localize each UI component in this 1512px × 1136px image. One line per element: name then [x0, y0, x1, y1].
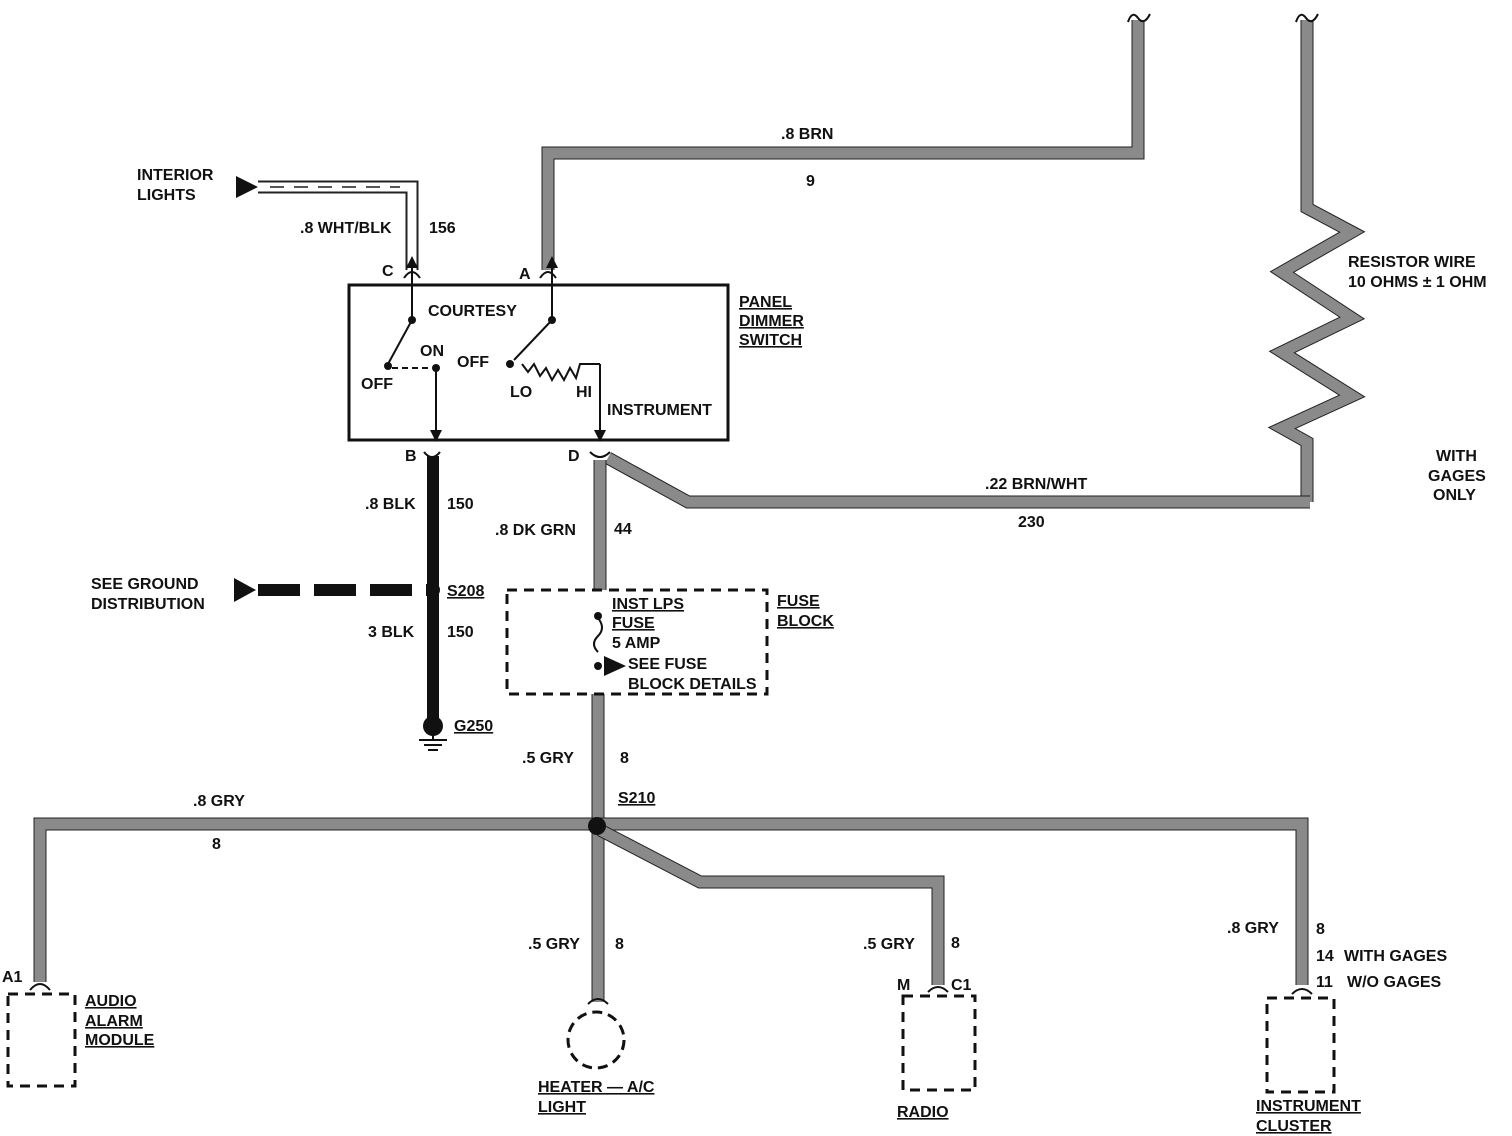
- ground-g250: [419, 716, 447, 751]
- panel-dimmer-switch: [347, 256, 730, 442]
- label-panel-dimmer-1: PANEL: [739, 294, 792, 311]
- label-fuse-1: INST LPS: [612, 596, 684, 613]
- label-see-fuse-1: SEE FUSE: [628, 656, 707, 673]
- fuse-block: [505, 588, 769, 696]
- label-wht-blk-circuit: 156: [429, 220, 456, 237]
- label-fuse-3: 5 AMP: [612, 635, 661, 652]
- label-term-a: A: [519, 266, 531, 283]
- terminal-hooks: [403, 271, 611, 458]
- label-cluster-2: CLUSTER: [1256, 1118, 1332, 1135]
- label-see-ground-2: DISTRIBUTION: [91, 596, 205, 613]
- label-brn-wht-circuit: 230: [1018, 514, 1045, 531]
- label-resistor-1: RESISTOR WIRE: [1348, 254, 1476, 271]
- label-interior-lights-1: INTERIOR: [137, 167, 214, 184]
- label-with-gages-only-1: WITH: [1436, 448, 1477, 465]
- label-term-m: M: [897, 977, 910, 994]
- label-courtesy: COURTESY: [428, 303, 517, 320]
- wire-resistor: [1267, 13, 1366, 502]
- wire-brn: [541, 13, 1151, 270]
- wire-gry-radio: [597, 824, 945, 985]
- label-resistor-2: 10 OHMS ± 1 OHM: [1348, 274, 1487, 291]
- wire-gry-bus: [33, 817, 1309, 985]
- label-s208: S208: [447, 583, 484, 600]
- label-audio-1: AUDIO: [85, 993, 137, 1010]
- splice-s210: [588, 817, 606, 835]
- label-term-c1: C1: [951, 977, 972, 994]
- label-gry-wire-heater: .5 GRY: [528, 936, 580, 953]
- label-blk-circuit-bottom: 150: [447, 624, 474, 641]
- label-hi: HI: [576, 384, 592, 401]
- instrument-switch: [506, 256, 606, 442]
- label-panel-dimmer-2: DIMMER: [739, 313, 804, 330]
- label-with-gages: WITH GAGES: [1344, 948, 1447, 965]
- wire-wht-blk: [236, 176, 419, 270]
- label-fuse-block-2: BLOCK: [777, 613, 834, 630]
- label-term-c: C: [382, 263, 394, 280]
- label-term-b: B: [405, 448, 417, 465]
- label-see-fuse-2: BLOCK DETAILS: [628, 676, 757, 693]
- label-dk-grn-circuit: 44: [614, 521, 632, 538]
- label-dk-grn-wire: .8 DK GRN: [495, 522, 576, 539]
- label-blk-circuit-top: 150: [447, 496, 474, 513]
- label-brn-wht-wire: .22 BRN/WHT: [985, 476, 1087, 493]
- label-g250: G250: [454, 718, 493, 735]
- label-off-right: OFF: [457, 354, 489, 371]
- label-with-gages-circuit: 14: [1316, 948, 1334, 965]
- label-brn-circuit: 9: [806, 173, 815, 190]
- label-gry-circuit-radio: 8: [951, 935, 960, 952]
- label-gry-circuit-heater: 8: [615, 936, 624, 953]
- wire-ground-distribution: [234, 578, 428, 602]
- label-with-gages-only-3: ONLY: [1433, 487, 1476, 504]
- label-wo-gages-circuit: 11: [1316, 974, 1333, 991]
- splice-s208: [426, 583, 440, 597]
- label-gry-circuit-cluster: 8: [1316, 921, 1325, 938]
- label-heater-1: HEATER — A/C: [538, 1079, 655, 1096]
- instrument-cluster: [1265, 988, 1336, 1094]
- label-heater-2: LIGHT: [538, 1099, 586, 1116]
- label-wo-gages: W/O GAGES: [1347, 974, 1442, 991]
- label-gry-wire-cluster: .8 GRY: [1227, 920, 1279, 937]
- label-gry-circuit-main: 8: [620, 750, 629, 767]
- label-lo: LO: [510, 384, 532, 401]
- label-gry-wire-main: .5 GRY: [522, 750, 574, 767]
- label-instrument: INSTRUMENT: [607, 402, 712, 419]
- label-blk-wire-top: .8 BLK: [365, 496, 416, 513]
- label-blk-wire-bottom: 3 BLK: [368, 624, 415, 641]
- label-off-left: OFF: [361, 376, 393, 393]
- label-brn-wire: .8 BRN: [781, 126, 833, 143]
- label-panel-dimmer-3: SWITCH: [739, 332, 802, 349]
- label-audio-2: ALARM: [85, 1013, 143, 1030]
- label-term-a1: A1: [2, 969, 23, 986]
- radio-module: [901, 986, 977, 1092]
- audio-alarm-module: [6, 983, 77, 1088]
- label-audio-3: MODULE: [85, 1032, 155, 1049]
- label-interior-lights-2: LIGHTS: [137, 187, 196, 204]
- wire-brn-wht: [604, 452, 1310, 509]
- label-fuse-block-1: FUSE: [777, 593, 820, 610]
- label-wht-blk-wire: .8 WHT/BLK: [300, 220, 392, 237]
- label-on: ON: [420, 343, 444, 360]
- label-see-ground-1: SEE GROUND: [91, 576, 199, 593]
- label-fuse-2: FUSE: [612, 615, 655, 632]
- label-gry-wire-radio: .5 GRY: [863, 936, 915, 953]
- label-cluster-1: INSTRUMENT: [1256, 1098, 1361, 1115]
- heater-ac-light: [566, 998, 626, 1070]
- label-radio: RADIO: [897, 1104, 949, 1121]
- label-with-gages-only-2: GAGES: [1428, 468, 1486, 485]
- label-gry-circuit-left: 8: [212, 836, 221, 853]
- label-s210: S210: [618, 790, 655, 807]
- label-gry-wire-left: .8 GRY: [193, 793, 245, 810]
- label-term-d: D: [568, 448, 580, 465]
